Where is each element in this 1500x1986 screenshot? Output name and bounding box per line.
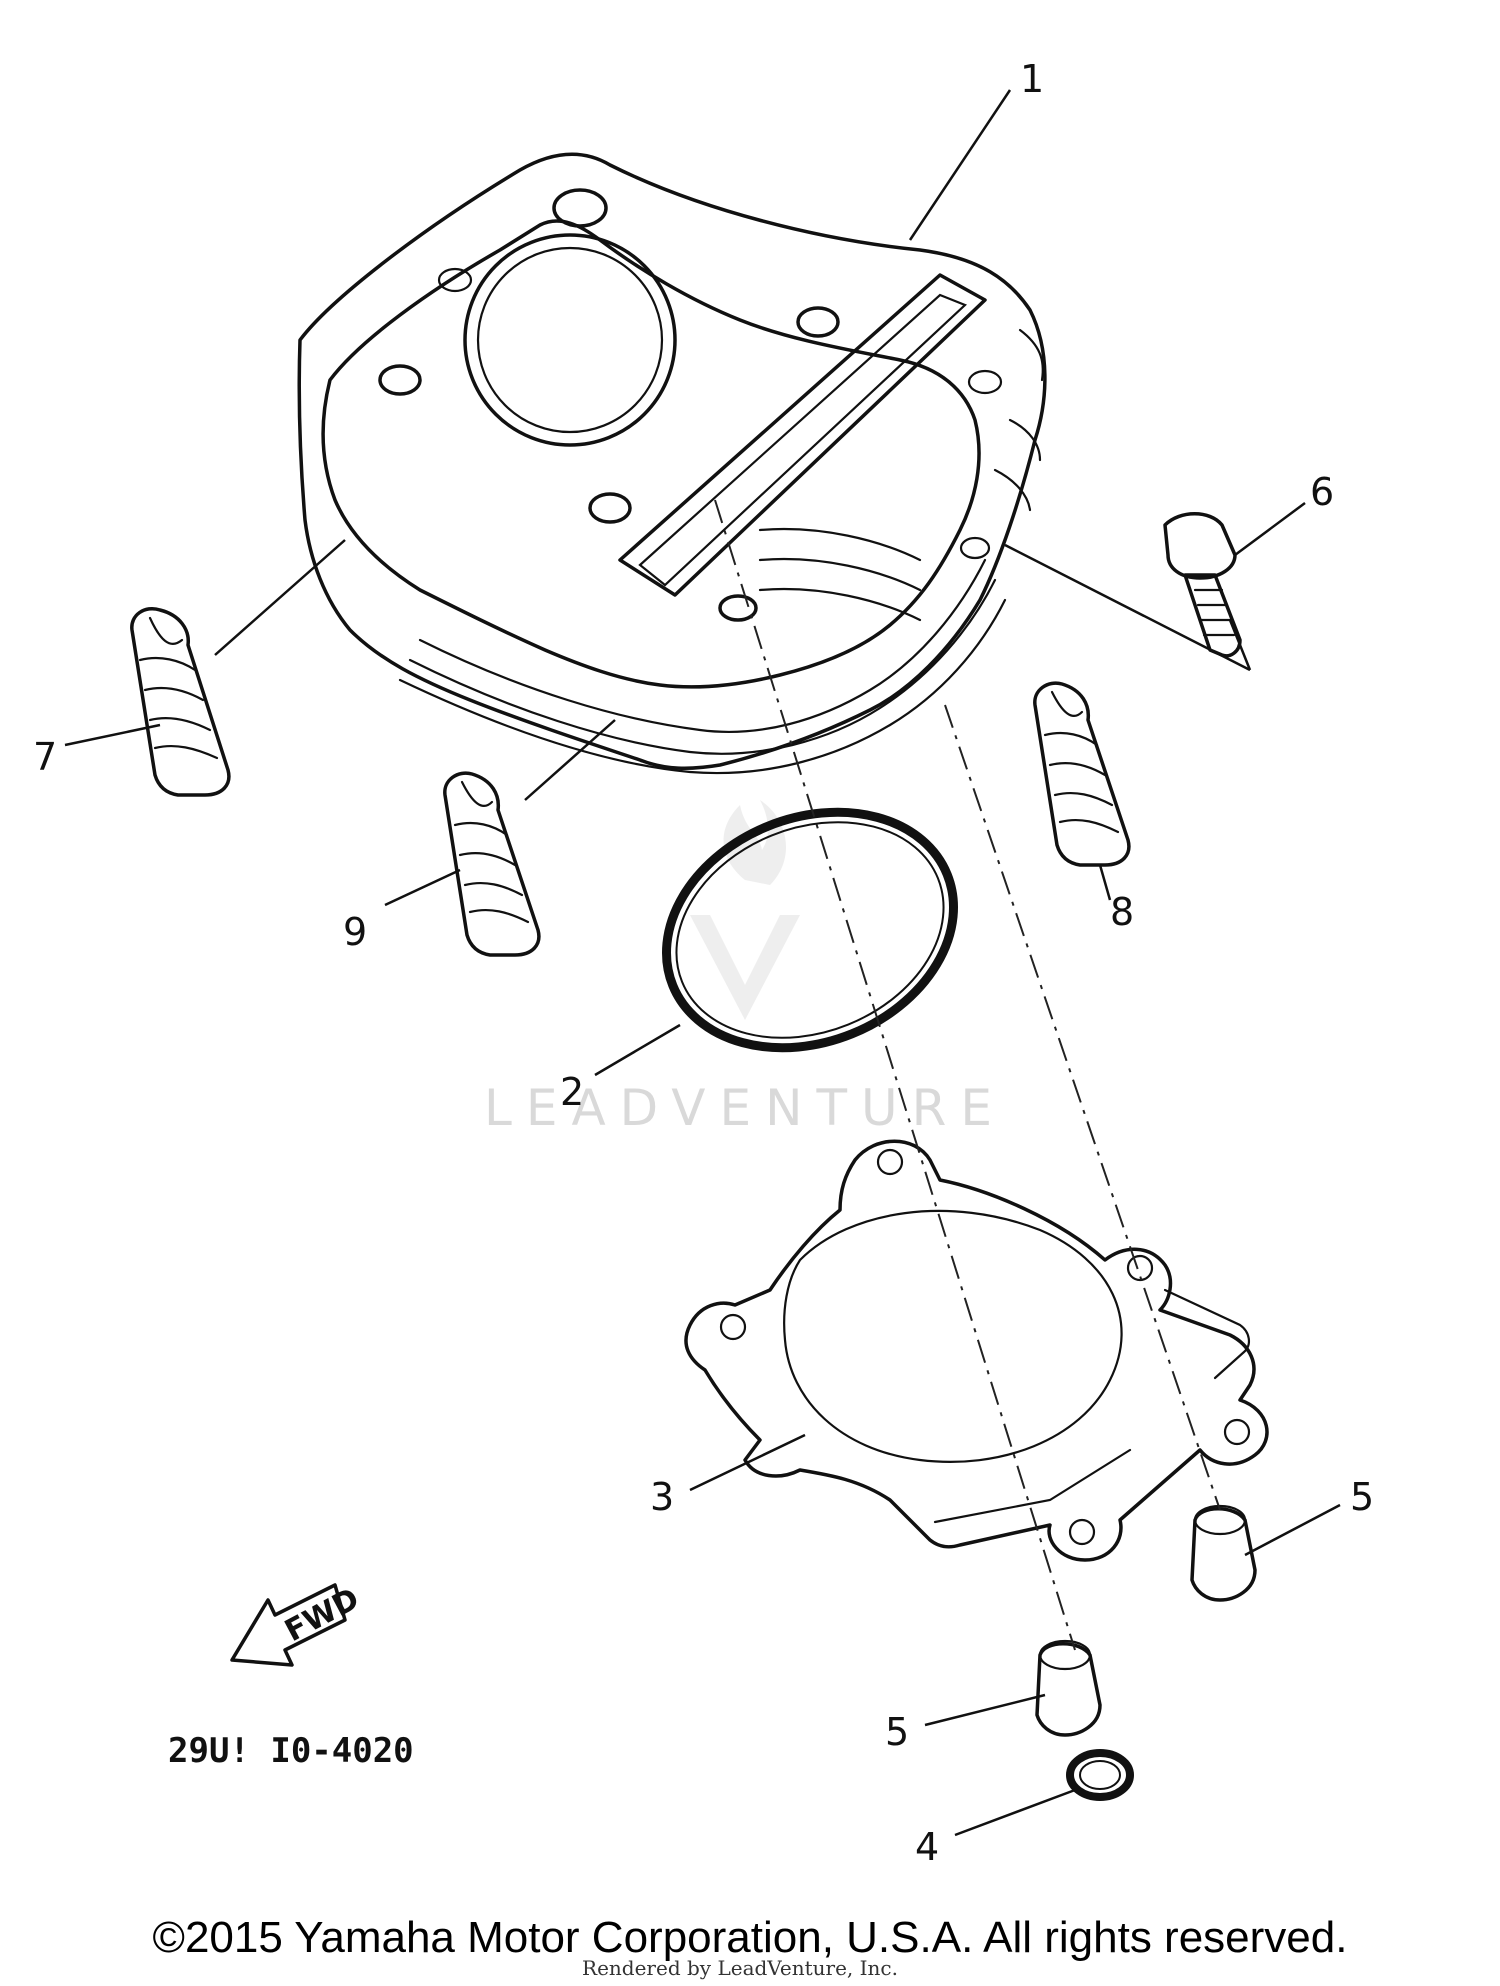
diagram-code: 29U! I0-4020 xyxy=(168,1731,414,1771)
bolt-part[interactable] xyxy=(1163,512,1242,658)
callout-9: 9 xyxy=(343,910,367,954)
callout-labels: 1 2 3 4 5 5 6 7 8 9 xyxy=(33,57,1374,1869)
watermark-text: LEADVENTURE xyxy=(484,1079,1006,1137)
cylinder-part[interactable] xyxy=(297,152,1047,775)
callout-1: 1 xyxy=(1020,57,1044,101)
dowel-5-lower-part[interactable] xyxy=(1035,1639,1102,1737)
leader-lines xyxy=(64,89,1341,1837)
callout-6: 6 xyxy=(1310,470,1334,514)
callout-5-upper: 5 xyxy=(1350,1475,1374,1519)
callout-4: 4 xyxy=(915,1825,939,1869)
dowel-pin-7-part[interactable] xyxy=(130,607,231,797)
copyright-notice: ©2015 Yamaha Motor Corporation, U.S.A. A… xyxy=(153,1913,1348,1962)
callout-5-lower: 5 xyxy=(885,1710,909,1754)
dowel-pin-8-part[interactable] xyxy=(1033,681,1131,867)
fwd-arrow-icon: FWD xyxy=(230,1581,365,1667)
callout-8: 8 xyxy=(1110,890,1134,934)
callout-3: 3 xyxy=(650,1475,674,1519)
leadventure-watermark: LEADVENTURE xyxy=(484,800,1006,1137)
callout-7: 7 xyxy=(33,735,57,779)
dowel-pin-9-part[interactable] xyxy=(443,771,541,957)
rendered-by-notice: Rendered by LeadVenture, Inc. xyxy=(582,1956,898,1980)
dowel-5-upper-part[interactable] xyxy=(1190,1504,1257,1602)
small-o-ring-part[interactable] xyxy=(1066,1749,1134,1801)
alignment-lines xyxy=(714,499,1221,1651)
cylinder-gasket-part[interactable] xyxy=(684,1139,1269,1562)
o-ring-part[interactable] xyxy=(631,771,989,1090)
callout-2: 2 xyxy=(560,1070,584,1114)
